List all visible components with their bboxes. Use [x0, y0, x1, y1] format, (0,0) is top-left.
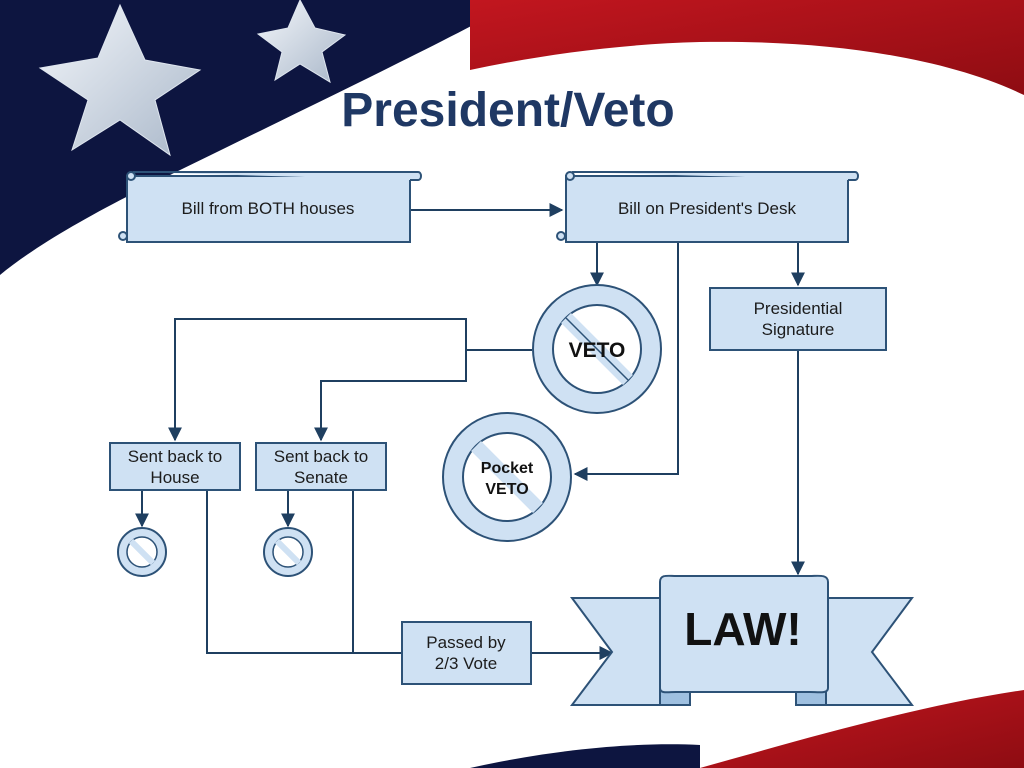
bill-both-houses-label: Bill from BOTH houses: [182, 199, 355, 218]
presidential-signature-line1: Presidential: [754, 299, 843, 318]
ribbon-tail-right: [825, 597, 915, 706]
law-banner: LAW!: [569, 574, 915, 706]
passed-vote-line1: Passed by: [426, 633, 506, 652]
ribbon-center: [659, 574, 829, 694]
veto-label: VETO: [569, 339, 626, 362]
page-title: President/Veto: [341, 84, 674, 137]
sent-back-house-line1: Sent back to: [128, 447, 223, 466]
star-icon: [38, 3, 202, 157]
pocket-veto-line1: Pocket: [481, 460, 534, 477]
scroll-bill-both-houses: Bill from BOTH houses: [118, 171, 422, 243]
arrow-desk-to-pocket-veto: [573, 242, 679, 481]
red-stripe-bottom-right: [700, 690, 1024, 768]
red-stripe-top-right: [470, 0, 1024, 95]
connectors: [135, 203, 805, 660]
scroll-bill-presidents-desk: Bill on President's Desk: [556, 171, 859, 243]
line-house-to-passed: [206, 491, 402, 654]
box-passed-two-thirds: Passed by 2/3 Vote: [401, 621, 532, 685]
pocket-veto-line2: VETO: [485, 481, 528, 498]
star-icon: [256, 0, 347, 84]
sent-back-senate-line2: Senate: [294, 468, 348, 487]
passed-vote-line2: 2/3 Vote: [435, 654, 497, 673]
navy-stripe-bottom: [470, 744, 700, 768]
bill-presidents-desk-label: Bill on President's Desk: [618, 199, 797, 218]
veto-symbol: VETO: [532, 284, 662, 414]
box-presidential-signature: Presidential Signature: [709, 287, 887, 351]
arrow-veto-to-house: [168, 318, 467, 442]
law-label: LAW!: [684, 603, 802, 655]
arrow-veto-to-senate: [314, 350, 467, 442]
box-sent-back-senate: Sent back to Senate: [255, 442, 387, 491]
presidential-signature-line2: Signature: [762, 320, 835, 339]
ribbon-tail-left: [569, 597, 661, 706]
prohibition-icon: [263, 527, 313, 577]
prohibition-icon: [117, 527, 167, 577]
pocket-veto-symbol: Pocket VETO: [442, 412, 572, 542]
box-sent-back-house: Sent back to House: [109, 442, 241, 491]
sent-back-senate-line1: Sent back to: [274, 447, 369, 466]
sent-back-house-line2: House: [150, 468, 199, 487]
